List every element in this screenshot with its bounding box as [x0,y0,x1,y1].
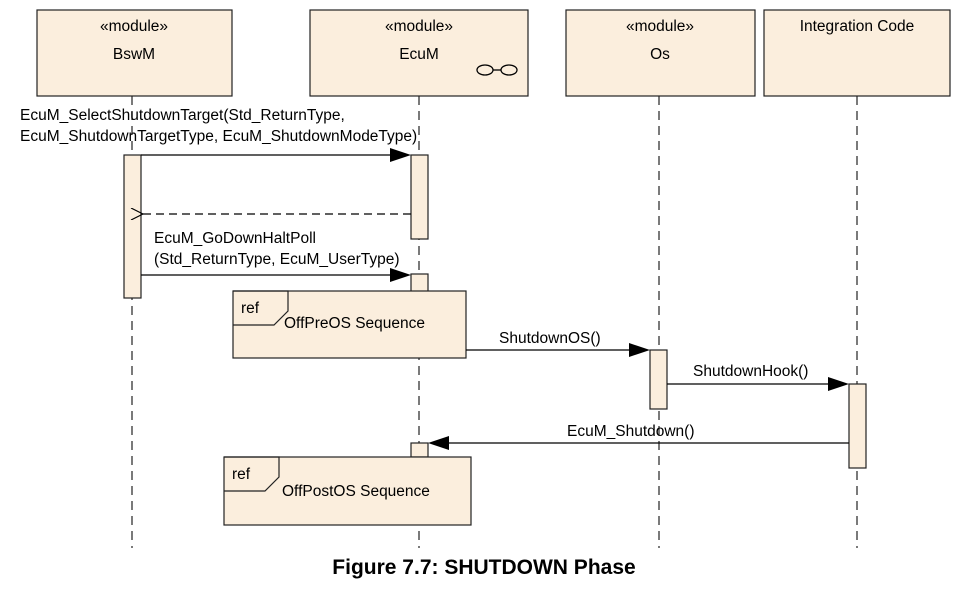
figure-caption: Figure 7.7: SHUTDOWN Phase [332,556,636,579]
participant-os: «module» Os [565,9,756,97]
arrow-head-icon [390,268,411,282]
participant-ecum: «module» EcuM [309,9,529,97]
activation-ecum-3 [410,442,429,458]
message-go-down-halt-poll: EcuM_GoDownHaltPoll (Std_ReturnType, Ecu… [141,230,411,282]
participant-stereotype: «module» [100,18,168,35]
participant-name: BswM [113,46,155,63]
message-label-line-2: EcuM_ShutdownTargetType, EcuM_ShutdownMo… [20,128,417,145]
ref-tag: ref [232,466,251,483]
participant-name: Os [650,46,670,63]
message-select-shutdown-target: EcuM_SelectShutdownTarget(Std_ReturnType… [20,107,417,162]
ref-label: OffPreOS Sequence [284,315,425,332]
participant-name: Integration Code [800,18,915,35]
activation-os [649,349,668,410]
participant-integration-code: Integration Code [763,9,951,97]
message-shutdown-hook: ShutdownHook() [667,363,849,391]
ref-tag: ref [241,300,260,317]
arrow-head-icon [428,436,449,450]
message-ecum-shutdown: EcuM_Shutdown() [428,423,849,450]
message-label: ShutdownHook() [693,363,808,380]
message-label-line-1: EcuM_GoDownHaltPoll [154,230,316,247]
subsystem-link-icon [476,64,518,76]
arrow-head-icon [629,343,650,357]
participant-name: EcuM [399,46,439,63]
participant-bswm: «module» BswM [36,9,233,97]
ref-frame-offpostos: ref OffPostOS Sequence [223,456,472,526]
arrow-head-icon [390,148,411,162]
ref-label: OffPostOS Sequence [282,483,430,500]
participant-stereotype: «module» [626,18,694,35]
activation-integration-code [848,383,867,469]
activation-ecum-1 [410,154,429,240]
arrow-head-icon [828,377,849,391]
participant-stereotype: «module» [385,18,453,35]
ref-frame-offpreos: ref OffPreOS Sequence [232,290,467,359]
activation-bswm [123,154,142,299]
message-label: EcuM_Shutdown() [567,423,695,440]
message-label: ShutdownOS() [499,330,601,347]
message-label-line-1: EcuM_SelectShutdownTarget(Std_ReturnType… [20,107,345,124]
message-label-line-2: (Std_ReturnType, EcuM_UserType) [154,251,400,268]
message-shutdown-os: ShutdownOS() [466,330,650,357]
